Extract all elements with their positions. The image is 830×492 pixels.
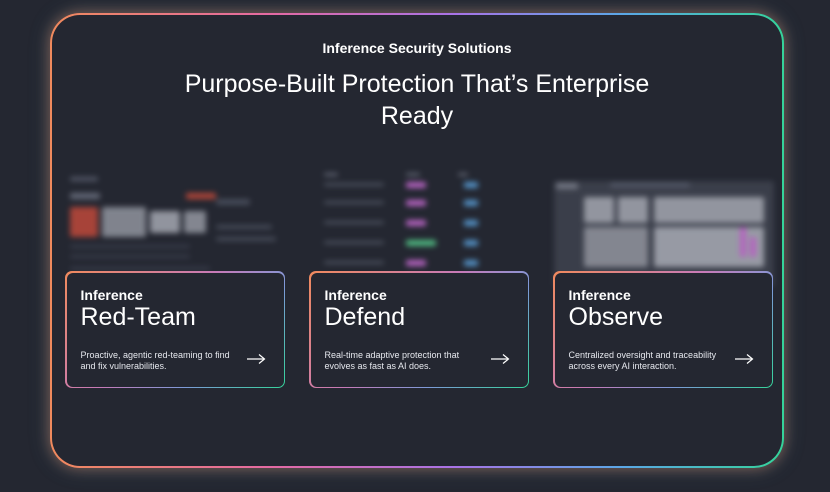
observe-card[interactable]: Inference Observe Centralized oversight … — [553, 271, 773, 388]
observe-preview-image — [554, 171, 776, 287]
card-brand: Inference — [324, 286, 387, 303]
card-description: Proactive, agentic red-teaming to find a… — [80, 349, 230, 371]
card-brand: Inference — [568, 286, 631, 303]
section-headline: Purpose-Built Protection That’s Enterpri… — [52, 68, 782, 132]
defend-card[interactable]: Inference Defend Real-time adaptive prot… — [309, 271, 529, 388]
red-team-preview-image — [66, 171, 288, 287]
observe-card-body[interactable]: Inference Observe Centralized oversight … — [554, 272, 772, 387]
card-title: Red-Team — [80, 302, 196, 331]
section-eyebrow: Inference Security Solutions — [322, 40, 512, 56]
headline-line-1: Purpose-Built Protection That’s Enterpri… — [184, 70, 650, 98]
arrow-right-icon[interactable] — [246, 353, 266, 365]
card-title: Observe — [568, 302, 663, 331]
card-description: Real-time adaptive protection that evolv… — [324, 349, 460, 371]
section-container: Inference Security Solutions Purpose-Bui… — [52, 15, 782, 466]
defend-card-body[interactable]: Inference Defend Real-time adaptive prot… — [310, 272, 528, 387]
section-frame: Inference Security Solutions Purpose-Bui… — [50, 13, 784, 468]
headline-line-2: Ready — [380, 102, 454, 130]
arrow-right-icon[interactable] — [490, 353, 510, 365]
defend-preview-image — [310, 171, 532, 287]
arrow-right-icon[interactable] — [734, 353, 754, 365]
card-title: Defend — [324, 302, 406, 331]
red-team-card[interactable]: Inference Red-Team Proactive, agentic re… — [65, 271, 285, 388]
card-brand: Inference — [80, 286, 143, 303]
card-description: Centralized oversight and traceability a… — [568, 349, 717, 371]
red-team-card-body[interactable]: Inference Red-Team Proactive, agentic re… — [66, 272, 284, 387]
